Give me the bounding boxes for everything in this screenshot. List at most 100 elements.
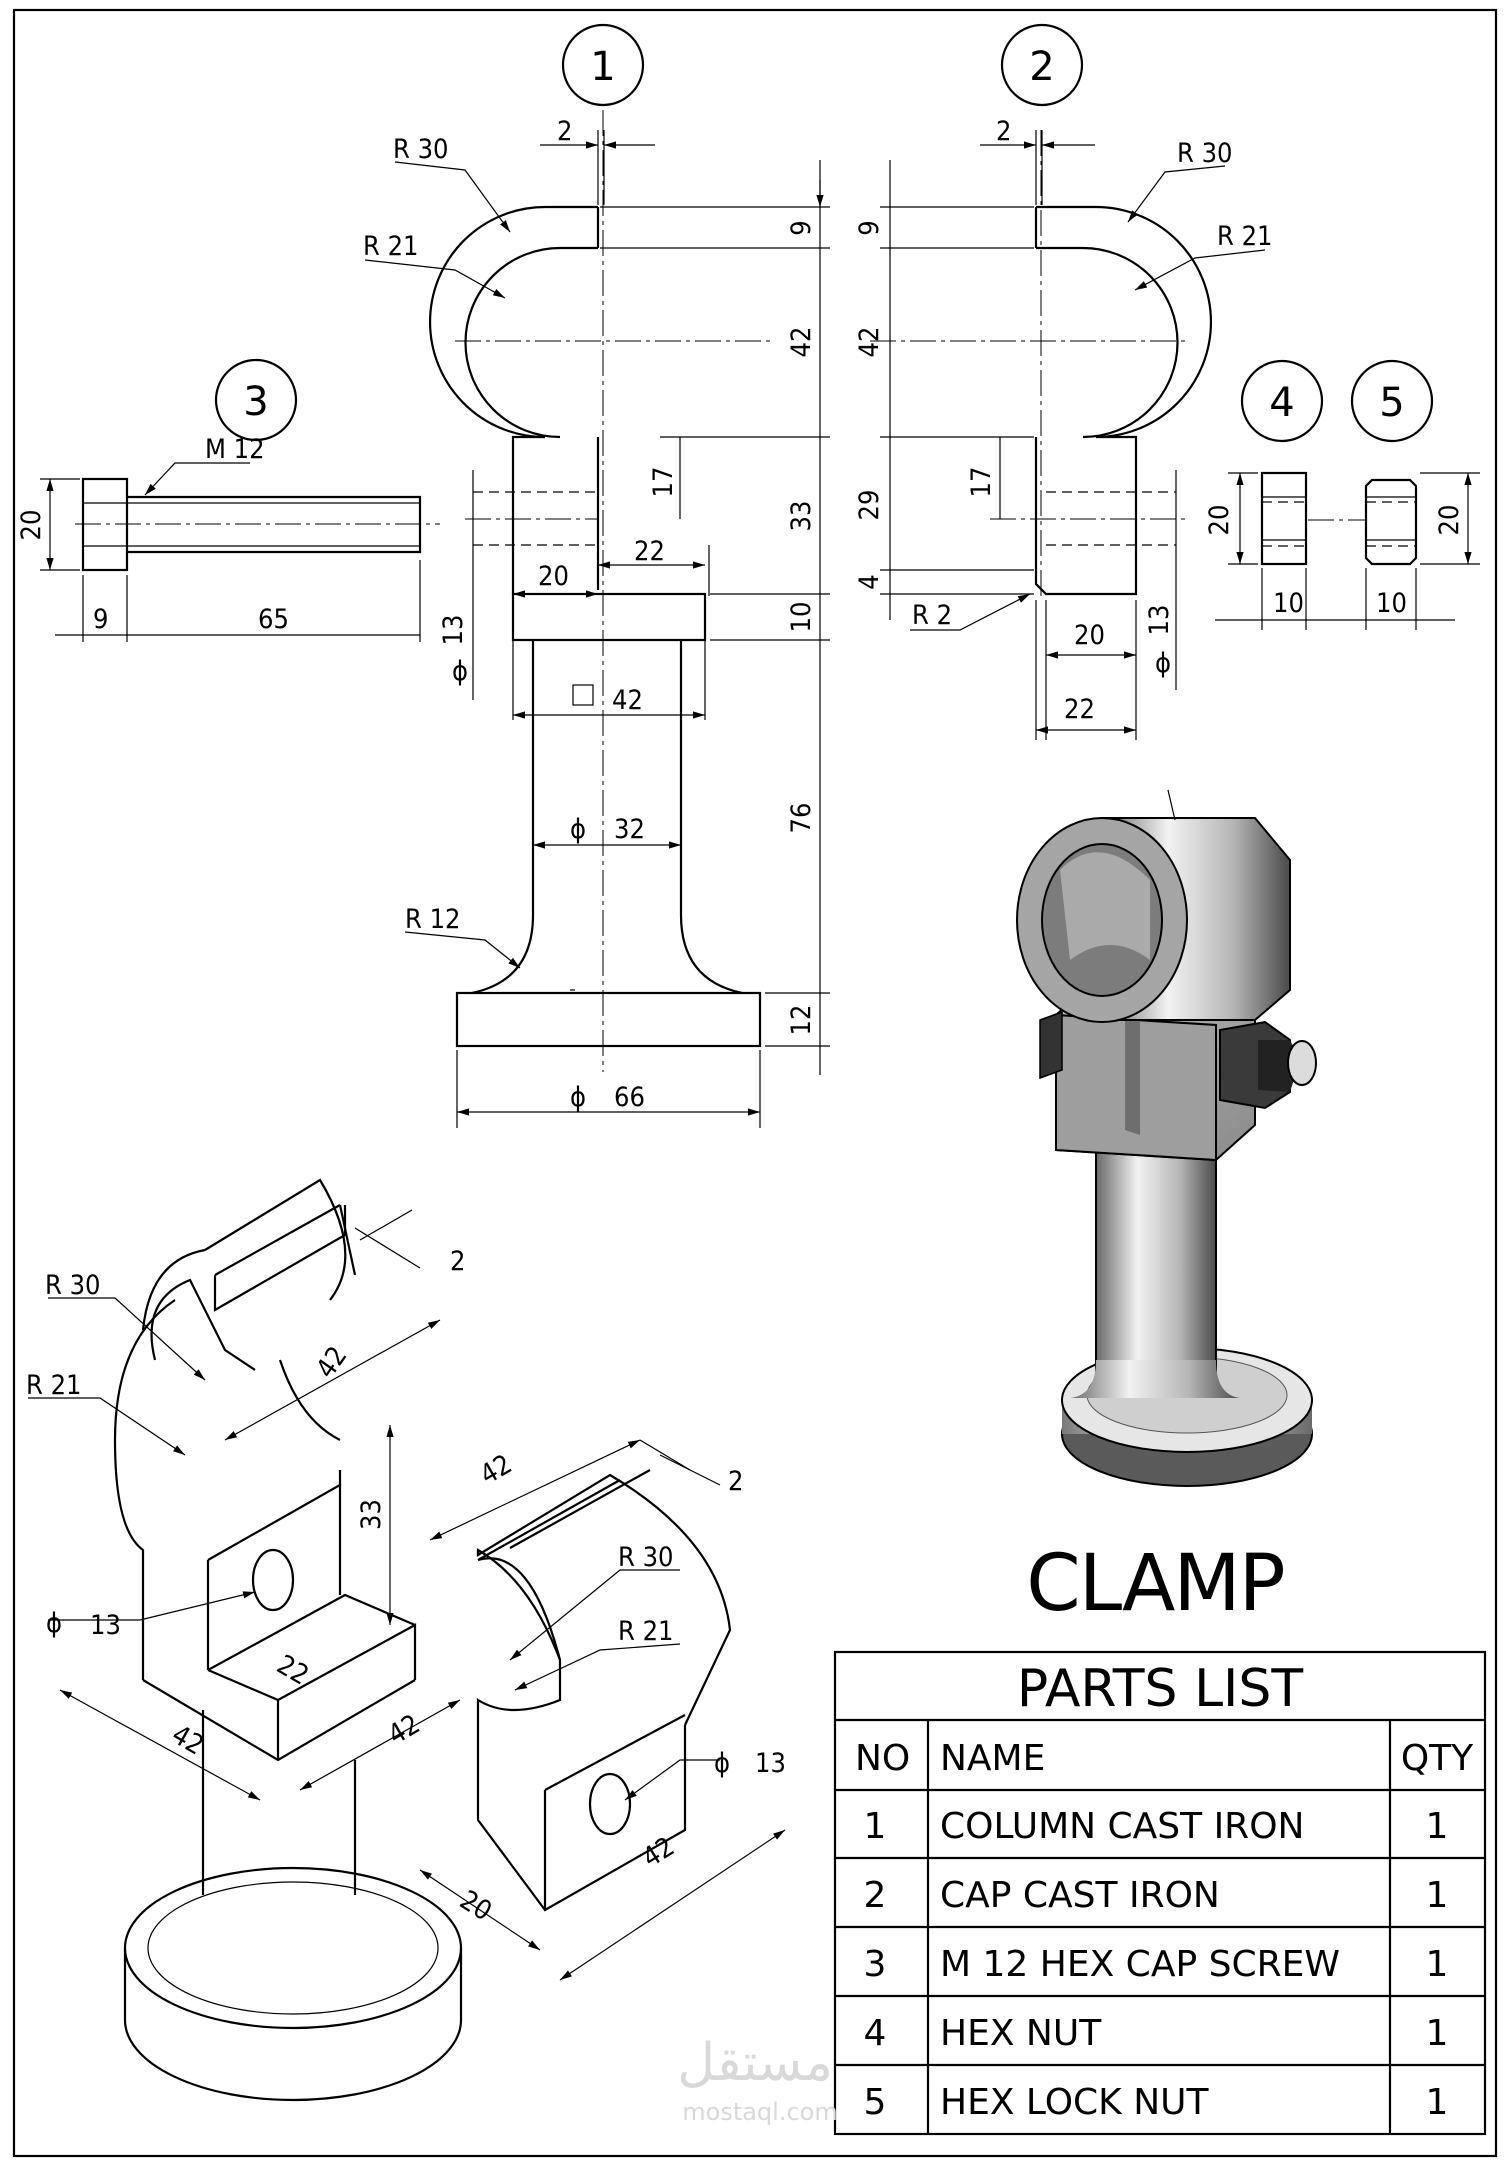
svg-text:42: 42 <box>383 1709 425 1751</box>
table-row: 5 HEX LOCK NUT 1 <box>864 2082 1449 2123</box>
svg-text:1: 1 <box>1426 1944 1449 1985</box>
svg-text:12: 12 <box>786 1005 817 1036</box>
clamp-3d-render <box>1016 789 1317 1487</box>
table-row: 4 HEX NUT 1 <box>864 2013 1449 2054</box>
svg-text:R 30: R 30 <box>45 1270 101 1301</box>
svg-text:2: 2 <box>450 1246 465 1277</box>
svg-text:ϕ: ϕ <box>452 656 468 687</box>
svg-text:10: 10 <box>1273 588 1304 619</box>
svg-text:33: 33 <box>786 501 817 532</box>
svg-text:1: 1 <box>1426 1875 1449 1916</box>
iso-cap-view: 42 2 R 30 R 21 ϕ 13 42 20 <box>419 1439 786 1981</box>
svg-text:76: 76 <box>786 803 817 834</box>
svg-text:20: 20 <box>16 510 47 541</box>
svg-text:1: 1 <box>1426 2013 1449 2054</box>
svg-text:COLUMN CAST IRON: COLUMN CAST IRON <box>940 1806 1304 1847</box>
svg-text:22: 22 <box>634 536 665 567</box>
svg-text:42: 42 <box>612 685 643 716</box>
svg-text:13: 13 <box>438 615 469 646</box>
svg-text:R 30: R 30 <box>393 134 449 165</box>
svg-text:42: 42 <box>786 327 817 358</box>
svg-text:ϕ: ϕ <box>714 1748 730 1779</box>
svg-text:4: 4 <box>864 2013 887 2054</box>
svg-text:ϕ: ϕ <box>570 1082 586 1113</box>
part-1-column-view: 2 R 30 R 21 9 42 33 10 76 12 17 20 22 ϕ <box>363 110 830 1128</box>
svg-text:R 2: R 2 <box>912 600 952 631</box>
svg-text:3: 3 <box>864 1944 887 1985</box>
drawing-title: CLAMP <box>1026 1539 1283 1629</box>
svg-text:20: 20 <box>1434 505 1465 536</box>
svg-text:HEX LOCK NUT: HEX LOCK NUT <box>940 2082 1209 2123</box>
svg-text:3: 3 <box>243 379 268 425</box>
svg-text:ϕ: ϕ <box>570 814 586 845</box>
svg-text:HEX NUT: HEX NUT <box>940 2013 1102 2054</box>
svg-text:42: 42 <box>475 1449 517 1491</box>
watermark: مستقل mostaql.com <box>677 2033 838 2126</box>
header-no: NO <box>855 1738 910 1779</box>
svg-text:29: 29 <box>854 490 885 521</box>
svg-text:مستقل: مستقل <box>677 2033 833 2093</box>
table-row: 3 M 12 HEX CAP SCREW 1 <box>864 1944 1449 1985</box>
svg-text:22: 22 <box>272 1649 314 1691</box>
svg-text:9: 9 <box>786 220 817 235</box>
svg-text:13: 13 <box>90 1610 121 1641</box>
svg-text:4: 4 <box>1269 380 1294 426</box>
svg-text:42: 42 <box>310 1341 353 1384</box>
table-row: 2 CAP CAST IRON 1 <box>864 1875 1449 1916</box>
svg-text:33: 33 <box>356 1499 387 1530</box>
table-row: 1 COLUMN CAST IRON 1 <box>864 1806 1449 1847</box>
callout-1: 1 <box>561 23 645 107</box>
svg-text:13: 13 <box>1144 605 1175 636</box>
svg-text:13: 13 <box>755 1748 786 1779</box>
callout-5: 5 <box>1350 359 1434 443</box>
header-qty: QTY <box>1401 1738 1474 1779</box>
svg-text:R 21: R 21 <box>363 231 419 262</box>
svg-text:R 12: R 12 <box>405 904 461 935</box>
part-4-hex-nut-view: 20 10 <box>1204 471 1308 630</box>
svg-text:mostaql.com: mostaql.com <box>682 2098 837 2126</box>
svg-text:1: 1 <box>864 1806 887 1847</box>
svg-text:R 21: R 21 <box>1217 221 1273 252</box>
svg-text:M 12: M 12 <box>205 434 265 465</box>
svg-text:5: 5 <box>864 2082 887 2123</box>
svg-text:R 21: R 21 <box>26 1370 82 1401</box>
svg-text:4: 4 <box>854 574 885 589</box>
svg-text:20: 20 <box>454 1885 497 1928</box>
svg-text:ϕ: ϕ <box>1155 648 1171 679</box>
svg-text:42: 42 <box>854 327 885 358</box>
svg-text:20: 20 <box>538 561 569 592</box>
iso-column-view: R 30 R 21 2 42 33 ϕ 13 22 42 42 <box>26 1178 465 2102</box>
svg-text:2: 2 <box>1029 44 1054 90</box>
svg-text:CAP CAST IRON: CAP CAST IRON <box>940 1875 1220 1916</box>
sheet-border <box>12 8 1498 2158</box>
svg-text:65: 65 <box>258 604 289 635</box>
callout-3: 3 <box>214 358 298 442</box>
header-name: NAME <box>940 1738 1045 1779</box>
svg-text:10: 10 <box>786 602 817 633</box>
svg-text:22: 22 <box>1064 694 1095 725</box>
svg-text:2: 2 <box>996 116 1011 147</box>
svg-text:9: 9 <box>93 604 108 635</box>
svg-text:R 21: R 21 <box>618 1616 674 1647</box>
svg-text:10: 10 <box>1376 588 1407 619</box>
part-3-screw-view: M 12 20 9 65 <box>16 434 440 642</box>
svg-text:2: 2 <box>728 1466 743 1497</box>
svg-text:1: 1 <box>590 44 615 90</box>
svg-text:66: 66 <box>614 1082 645 1113</box>
svg-text:2: 2 <box>557 116 572 147</box>
svg-text:ϕ: ϕ <box>46 1608 62 1639</box>
parts-list-table: PARTS LIST NO NAME QTY 1 COLUMN CAST IRO… <box>833 1650 1487 2136</box>
svg-text:5: 5 <box>1379 380 1404 426</box>
callout-4: 4 <box>1240 359 1324 443</box>
callout-2: 2 <box>1000 23 1084 107</box>
svg-text:9: 9 <box>854 220 885 235</box>
svg-text:R 30: R 30 <box>1177 138 1233 169</box>
svg-text:20: 20 <box>1074 620 1105 651</box>
parts-list-title: PARTS LIST <box>1017 1659 1304 1719</box>
svg-text:1: 1 <box>1426 2082 1449 2123</box>
svg-text:R 30: R 30 <box>618 1542 674 1573</box>
svg-text:17: 17 <box>966 467 997 498</box>
svg-text:17: 17 <box>648 467 679 498</box>
svg-text:32: 32 <box>614 814 645 845</box>
